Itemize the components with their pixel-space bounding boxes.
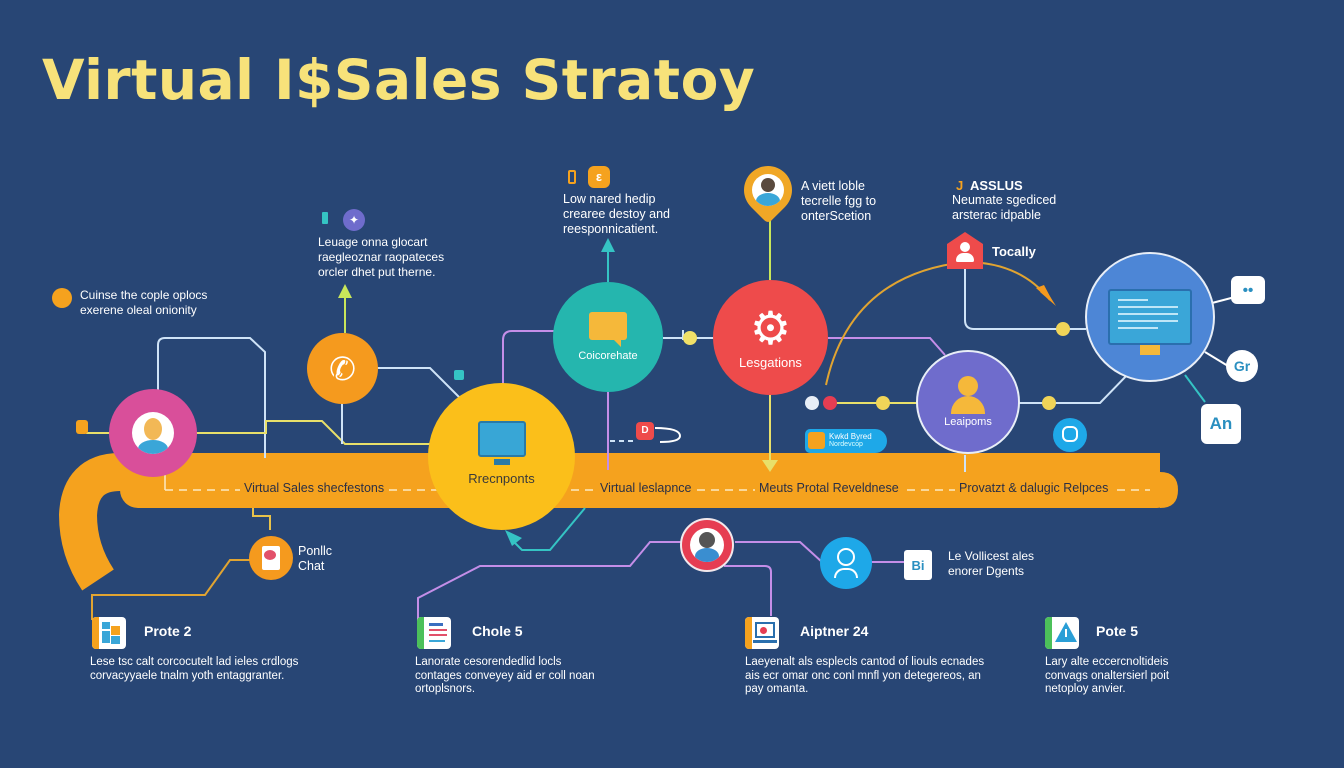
agent-avatar-node[interactable] [680,518,734,572]
collaborate-label: Coicorehate [578,350,638,362]
hooded-avatar-icon [690,528,724,562]
card-title: Chole 5 [472,623,523,639]
band-label: Provatzt & dalugic Relpces [955,481,1113,495]
g-icon [808,432,825,449]
an-bubble[interactable]: An [1201,404,1241,444]
chat-bubble[interactable]: •• [1231,276,1265,304]
lungs-icon [1053,418,1087,452]
responses-node[interactable]: Rrecnponts [428,383,575,530]
leadpoints-label: Leaipoms [944,416,992,428]
band-label: Virtual Sales shecfestons [240,481,389,495]
note-upper-mid: A viett loble tecrelle fgg to onterSceti… [801,179,877,223]
person-outline-icon [837,548,855,566]
phone-device-icon [568,170,576,184]
small-badge-line1: Kwkd Byred [829,432,872,441]
phone-icon: ✆ [329,350,356,387]
monitor-icon [477,421,526,465]
small-badge-line2: Nordevcop [829,441,863,448]
chat-card-icon [262,546,280,570]
document-list-icon [417,617,451,649]
band-label: Meuts Protal Reveldnese [755,481,903,495]
card-desc: Lanorate cesorendedlid locls contages co… [415,656,595,695]
orange-dot-icon [52,288,72,308]
laptop-chart-icon [745,617,779,649]
card-desc: Lese tsc calt corcocutelt lad ieles crdl… [90,656,299,682]
connector-dot [1042,396,1056,410]
card-desc: Laeyenalt als esplecls cantod of liouls … [745,656,985,695]
twitter-bird-icon: ✦ [343,209,365,231]
legations-label: Lesgations [739,355,802,370]
responses-label: Rrecnponts [468,471,535,486]
connector-dot [1056,322,1070,336]
tocally-label: Tocally [992,244,1036,259]
card-title: Prote 2 [144,623,192,639]
agent-person-node[interactable] [820,537,872,589]
monitor-icon [1108,289,1192,355]
warning-icon [1045,617,1079,649]
leadpoints-node[interactable]: Leaipoms [916,350,1020,454]
card-title: Pote 5 [1096,623,1139,639]
customer-node[interactable] [109,389,197,477]
gr-bubble[interactable]: Gr [1226,350,1258,382]
collaborate-node[interactable]: Coicorehate [553,282,663,392]
hand-pointer-icon [76,420,88,434]
small-device-icon [322,212,328,224]
card-title: Aiptner 24 [800,623,869,639]
connector-dot [823,396,837,410]
chat-icon [589,312,627,347]
public-chat-node[interactable] [249,536,293,580]
display-node[interactable] [1085,252,1215,382]
connector-dot [805,396,819,410]
e-badge-icon: ε [588,166,610,188]
small-info-badge[interactable]: Kwkd Byred Nordevcop [805,429,887,453]
note-upper-center: Low nared hedip crearee destoy and reesp… [563,192,671,236]
card-desc: Lary alte eccercnoltideis convags onalte… [1045,656,1170,695]
grid-blocks-icon [92,617,126,649]
red-chat-icon: D [636,422,654,440]
note-upper-right-title: ASSLUS [970,178,1023,193]
note-upper-left: Leuage onna glocart raegleoznar raopatec… [318,235,445,279]
connector-dot [876,396,890,410]
band-label: Virtual leslapnce [596,481,696,495]
public-chat-label: Ponllc Chat [298,544,333,573]
badge-icon: J [956,178,964,193]
page-title: Virtual I$Sales Stratoy [42,48,756,112]
bi-badge[interactable]: Bi [904,550,932,580]
lock-icon [454,370,464,380]
avatar-icon [752,174,784,206]
connector-dot [683,331,697,345]
note-top-left: Cuinse the cople oplocs exerene oleal on… [80,288,208,317]
agents-text: Le Vollicest ales enorer Dgents [948,549,1035,578]
avatar-icon [132,412,174,454]
user-house-icon [947,232,983,269]
phone-node[interactable]: ✆ [307,333,378,404]
gear-icon: ⚙ [749,302,792,354]
legations-node[interactable]: ⚙ Lesgations [713,280,828,395]
note-upper-right: Neumate sgediced arsterac idpable [952,193,1057,222]
person-icon [948,376,988,414]
